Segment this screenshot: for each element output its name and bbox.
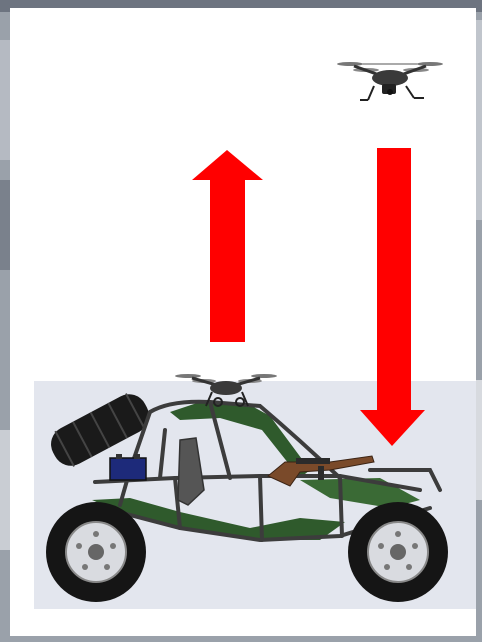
wheel-icon <box>348 502 448 602</box>
drone-icon <box>337 62 443 100</box>
wheel-icon <box>46 502 146 602</box>
battery-icon <box>110 454 146 480</box>
arrow-up-icon <box>192 150 263 342</box>
